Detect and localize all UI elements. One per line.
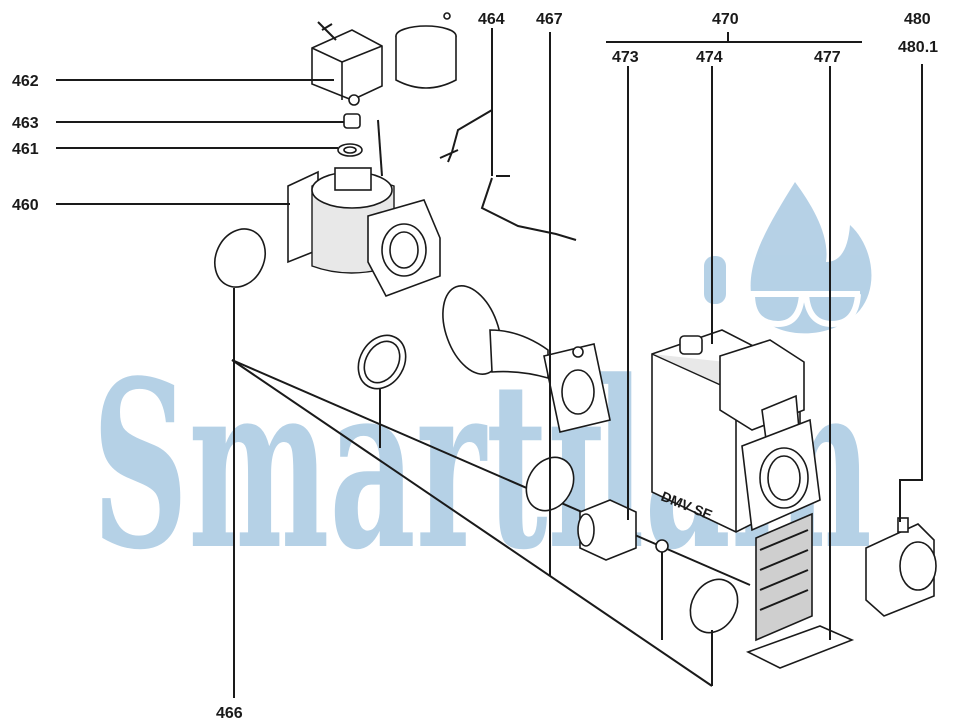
label-474: 474 — [696, 49, 723, 66]
leader-lines — [56, 28, 923, 698]
part-464-pipe — [439, 149, 577, 241]
label-462: 462 — [12, 73, 39, 90]
part-463-nut — [343, 113, 361, 129]
thumb-icon — [704, 256, 726, 304]
o-ring-b-inner — [363, 340, 401, 384]
part-480-flange — [865, 517, 937, 617]
label-467: 467 — [536, 11, 563, 28]
label-473: 473 — [612, 49, 639, 66]
label-470: 470 — [712, 11, 739, 28]
o-ring-d — [689, 578, 739, 634]
part-461-seal — [337, 119, 383, 177]
flange-adapter — [442, 285, 611, 433]
cover-cap — [395, 12, 457, 89]
label-460: 460 — [12, 197, 39, 214]
part-462-actuator — [311, 21, 383, 106]
label-461: 461 — [12, 141, 39, 158]
part-473-connector — [577, 499, 637, 561]
small-seal — [655, 539, 669, 553]
part-460-valve-body — [287, 167, 441, 297]
label-464: 464 — [478, 11, 505, 28]
label-477: 477 — [814, 49, 841, 66]
part-labels: 462 463 461 460 464 467 470 473 474 477 … — [12, 11, 938, 722]
glasses-icon — [748, 291, 861, 328]
o-ring-466-a — [214, 228, 266, 288]
label-463: 463 — [12, 115, 39, 132]
label-480-1: 480.1 — [898, 39, 938, 56]
part-477-filter — [745, 512, 855, 669]
label-466: 466 — [216, 705, 243, 722]
dmv-valve-block: DMV SE — [651, 329, 821, 533]
label-480: 480 — [904, 11, 931, 28]
